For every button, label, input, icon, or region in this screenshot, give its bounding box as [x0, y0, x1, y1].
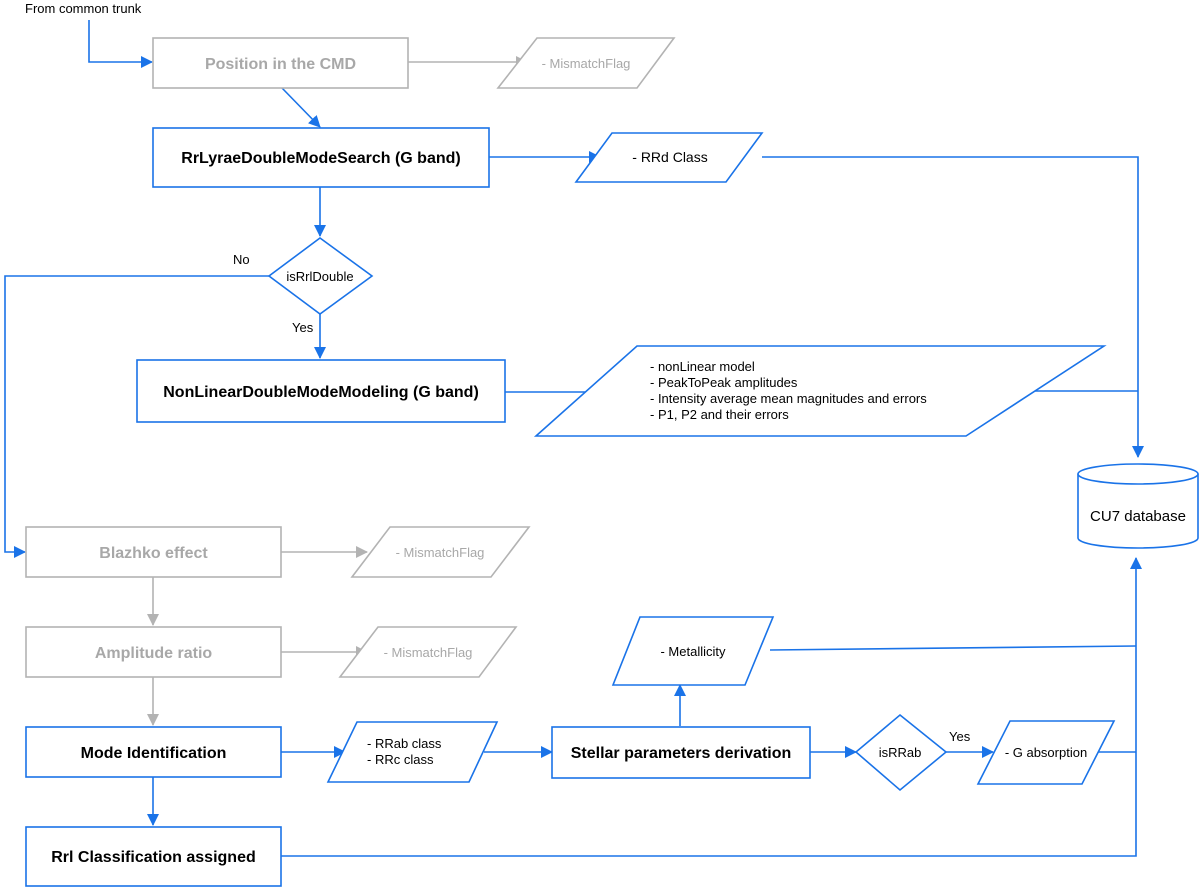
decision-is-rrl-double-label: isRrlDouble — [286, 269, 353, 284]
output-nonlinear: - nonLinear model - PeakToPeak amplitude… — [533, 345, 1107, 437]
output-metallicity-label: - Metallicity — [660, 644, 726, 659]
node-rr-double-search: RrLyraeDoubleModeSearch (G band) — [152, 127, 490, 188]
output-mismatch-amplitude: - MismatchFlag — [338, 626, 518, 678]
output-nonlinear-line-1: - nonLinear model — [650, 359, 755, 374]
output-mismatch-cmd-label: - MismatchFlag — [542, 56, 631, 71]
edge-label-yes-rrab: Yes — [949, 729, 971, 744]
output-g-absorption-label: - G absorption — [1005, 745, 1087, 760]
edge-metallicity-to-database — [769, 645, 1137, 651]
edge-classification-to-database — [281, 557, 1142, 857]
node-stellar-params-label: Stellar parameters derivation — [571, 745, 792, 762]
output-rrd-class-label: - RRd Class — [632, 149, 707, 165]
node-stellar-params: Stellar parameters derivation — [551, 726, 811, 779]
edge-position-to-search — [281, 87, 321, 128]
node-mode-identification: Mode Identification — [25, 726, 282, 778]
output-nonlinear-line-4: - P1, P2 and their errors — [650, 407, 789, 422]
output-classes: - RRab class - RRc class — [326, 721, 499, 783]
output-mismatch-blazhko-label: - MismatchFlag — [396, 545, 485, 560]
node-blazhko: Blazhko effect — [25, 526, 282, 578]
edge-decision-no-to-blazhko — [4, 275, 269, 558]
decision-is-rrab-label: isRRab — [879, 745, 922, 760]
cu7-database: CU7 database — [1077, 463, 1199, 549]
node-amplitude-ratio: Amplitude ratio — [25, 626, 282, 678]
output-metallicity: - Metallicity — [611, 616, 775, 686]
node-blazhko-label: Blazhko effect — [99, 545, 208, 562]
output-classes-line-2: - RRc class — [367, 752, 434, 767]
node-mode-identification-label: Mode Identification — [81, 745, 227, 762]
output-classes-line-1: - RRab class — [367, 736, 442, 751]
output-rrd-class: - RRd Class — [574, 132, 764, 183]
node-rrl-classification-label: Rrl Classification assigned — [51, 849, 256, 866]
node-position-cmd: Position in the CMD — [152, 37, 409, 89]
edge-label-yes-double: Yes — [292, 320, 314, 335]
output-mismatch-cmd: - MismatchFlag — [496, 37, 676, 89]
output-mismatch-blazhko: - MismatchFlag — [350, 526, 531, 578]
output-nonlinear-line-2: - PeakToPeak amplitudes — [650, 375, 798, 390]
node-nonlinear-modeling: NonLinearDoubleModeModeling (G band) — [136, 359, 506, 423]
node-rrl-classification: Rrl Classification assigned — [25, 826, 282, 887]
node-nonlinear-modeling-label: NonLinearDoubleModeModeling (G band) — [163, 384, 479, 401]
connectors — [4, 20, 1144, 857]
decision-is-rrab: isRRab — [854, 713, 948, 792]
entry-label: From common trunk — [25, 1, 142, 16]
output-mismatch-amplitude-label: - MismatchFlag — [384, 645, 473, 660]
node-position-cmd-label: Position in the CMD — [205, 56, 356, 73]
decision-is-rrl-double: isRrlDouble — [267, 237, 374, 315]
edge-entry-to-position — [88, 20, 153, 68]
output-g-absorption: - G absorption — [976, 720, 1116, 785]
node-rr-double-search-label: RrLyraeDoubleModeSearch (G band) — [181, 150, 460, 167]
cu7-database-label: CU7 database — [1090, 508, 1186, 525]
edge-rrd-to-database — [762, 156, 1144, 458]
edge-label-no: No — [233, 252, 250, 267]
output-nonlinear-line-3: - Intensity average mean magnitudes and … — [650, 391, 927, 406]
node-amplitude-ratio-label: Amplitude ratio — [95, 645, 213, 662]
